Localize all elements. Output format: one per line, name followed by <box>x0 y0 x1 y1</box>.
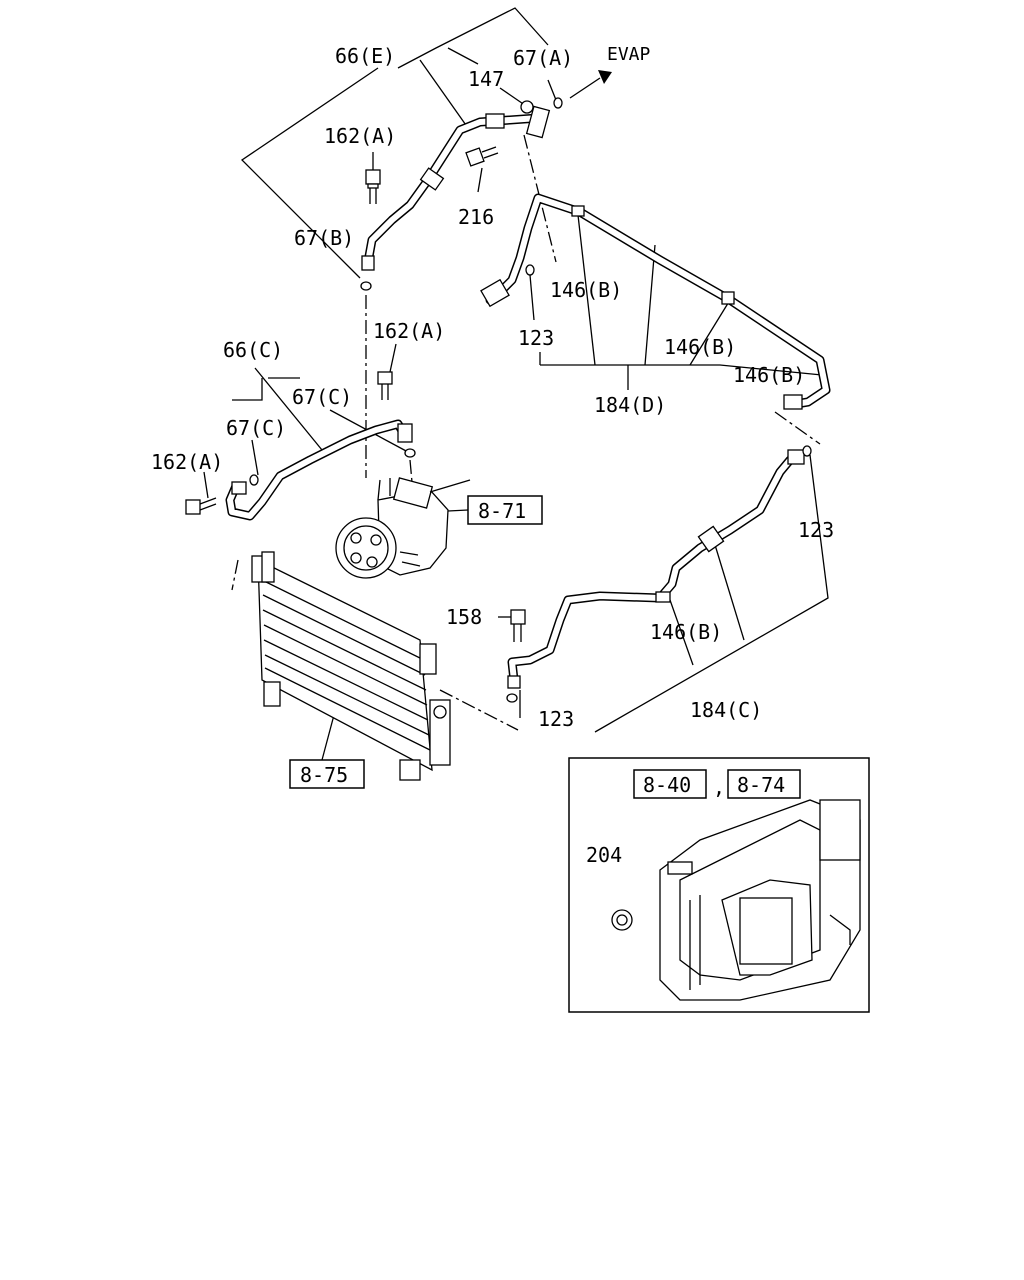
bolt-162a-middle-icon <box>377 371 393 400</box>
label-146b-4: 146(B) <box>650 620 722 644</box>
connection-lines <box>231 134 821 731</box>
label-184c: 184(C) <box>690 698 762 722</box>
bolt-162a-upper-icon <box>365 169 381 204</box>
label-158: 158 <box>446 605 482 629</box>
callout-labels: 66(E) 67(A) 147 EVAP 162(A) 216 67(B) 14… <box>151 44 834 867</box>
o-ring-67b-icon <box>360 281 372 291</box>
pipe-66c <box>225 419 416 521</box>
label-comma: , <box>713 775 725 799</box>
label-67c-upper: 67(C) <box>292 385 352 409</box>
label-184d: 184(D) <box>594 393 666 417</box>
label-146b-1: 146(B) <box>550 278 622 302</box>
condenser-fins <box>261 579 431 751</box>
label-216: 216 <box>458 205 494 229</box>
label-67c-lower: 67(C) <box>226 416 286 440</box>
nut-204-icon <box>611 909 633 931</box>
evap-arrow-icon <box>569 70 612 99</box>
pipe-66e <box>360 97 563 291</box>
fitting-147-icon <box>520 100 534 114</box>
label-204: 204 <box>586 843 622 867</box>
pipe-184d <box>480 193 831 410</box>
condenser-icon <box>251 551 451 781</box>
pipe-184c <box>506 445 812 703</box>
ref-label-8-40: 8-40 <box>643 773 691 797</box>
label-67b: 67(B) <box>294 226 354 250</box>
label-147: 147 <box>468 67 504 91</box>
bolt-158-icon <box>510 609 526 642</box>
ref-box-8-74 <box>727 769 801 799</box>
reference-labels: 8-71 8-75 8-40 8-74 <box>300 499 785 797</box>
bolt-162a-left-icon <box>185 497 217 515</box>
label-162a-left: 162(A) <box>151 450 223 474</box>
label-146b-3: 146(B) <box>733 363 805 387</box>
label-66c: 66(C) <box>223 338 283 362</box>
ref-box-8-40 <box>633 769 707 799</box>
hvac-unit-icon <box>659 799 861 1001</box>
label-123-upper: 123 <box>518 326 554 350</box>
ref-box-8-71 <box>467 495 543 525</box>
o-ring-123-lower-icon <box>506 693 518 703</box>
label-123-right: 123 <box>798 518 834 542</box>
label-162a-middle: 162(A) <box>373 319 445 343</box>
label-123-lower: 123 <box>538 707 574 731</box>
bolt-216-icon <box>465 146 499 167</box>
label-67a: 67(A) <box>513 46 573 70</box>
o-ring-67a-icon <box>553 97 563 109</box>
o-ring-123-right-icon <box>802 445 812 457</box>
o-ring-123-upper-icon <box>525 264 535 276</box>
ref-label-8-71: 8-71 <box>478 499 526 523</box>
o-ring-67c-left-icon <box>249 474 259 486</box>
ref-box-8-75 <box>289 759 365 789</box>
ref-label-8-74: 8-74 <box>737 773 785 797</box>
compressor-icon <box>335 477 471 579</box>
o-ring-67c-right-icon <box>404 448 416 458</box>
label-146b-2: 146(B) <box>664 335 736 359</box>
ref-label-8-75: 8-75 <box>300 763 348 787</box>
label-66e: 66(E) <box>335 44 395 68</box>
label-evap: EVAP <box>607 44 651 65</box>
label-162a-upper: 162(A) <box>324 124 396 148</box>
